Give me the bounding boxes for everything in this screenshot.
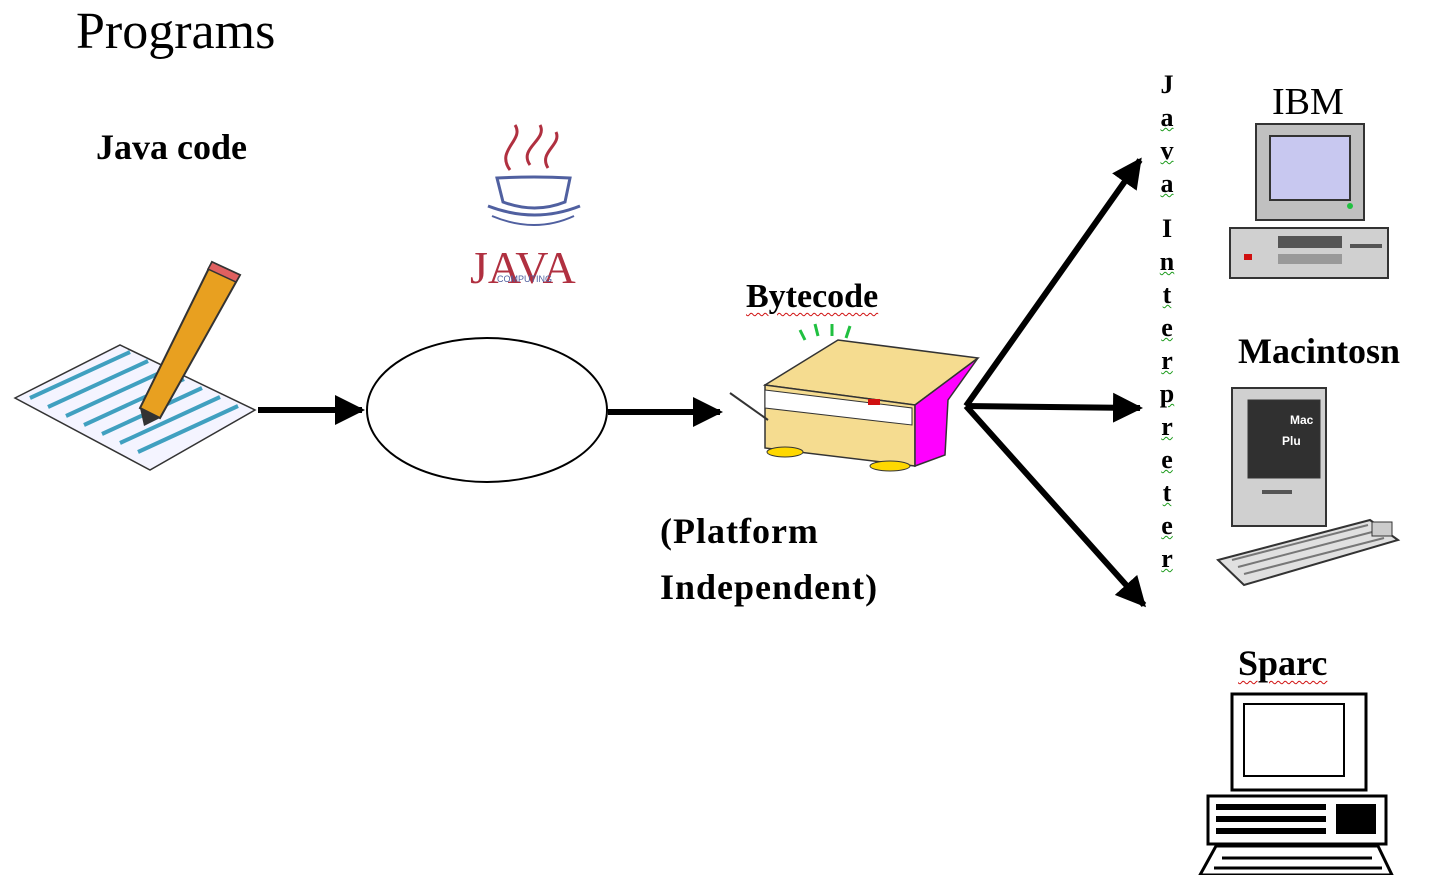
interpreter-letter: a — [1160, 169, 1174, 198]
interpreter-letter: t — [1162, 280, 1172, 309]
interpreter-letter: v — [1160, 136, 1174, 165]
interpreter-letter: r — [1161, 346, 1173, 375]
java-interpreter-vertical-label: J a v a I n t e r p r e t e r — [1152, 68, 1182, 575]
ibm-pc-icon — [1229, 123, 1389, 279]
macintosh-label: Macintosn — [1238, 331, 1400, 371]
box-icon — [729, 323, 980, 472]
interpreter-letter: e — [1161, 445, 1173, 474]
java-logo-subtext: COMPUTING — [497, 274, 552, 284]
flow-arrows — [258, 157, 1147, 608]
bytecode-label: Bytecode — [746, 278, 879, 315]
platform-label-line1: (Platform — [660, 511, 819, 551]
interpreter-letter: t — [1162, 478, 1172, 507]
java-logo-text: JAVA — [470, 242, 576, 293]
macintosh-icon: Mac Plu — [1216, 387, 1401, 587]
interpreter-letter: e — [1161, 313, 1173, 342]
interpreter-letter: e — [1161, 511, 1173, 540]
pencil-paper-icon — [13, 260, 257, 471]
compiler-ellipse — [366, 337, 608, 483]
page-title: Programs — [76, 3, 276, 60]
mac-screen-line2: Plu — [1282, 434, 1301, 448]
platform-label-line2: Independent) — [660, 567, 879, 607]
interpreter-letter: p — [1159, 379, 1175, 408]
interpreter-letter: J — [1160, 70, 1174, 99]
terminal-workstation-icon — [1198, 692, 1394, 875]
arrow-to-macintosh — [965, 392, 1143, 423]
arrow-to-ibm — [963, 157, 1143, 408]
platform-independent-label: (Platform Independent) — [660, 503, 878, 615]
sparc-label: Sparc — [1238, 643, 1328, 683]
interpreter-letter: a — [1160, 103, 1174, 132]
interpreter-letter: n — [1159, 247, 1175, 276]
arrow-to-sparc — [963, 403, 1147, 608]
ibm-label: IBM — [1272, 81, 1344, 123]
interpreter-letter: I — [1161, 214, 1173, 243]
java-coffee-cup-icon: JAVA COMPUTING — [470, 124, 581, 293]
interpreter-letter: r — [1161, 544, 1173, 573]
mac-screen-line1: Mac — [1290, 413, 1314, 427]
interpreter-letter: r — [1161, 412, 1173, 441]
java-code-label: Java code — [96, 127, 247, 167]
